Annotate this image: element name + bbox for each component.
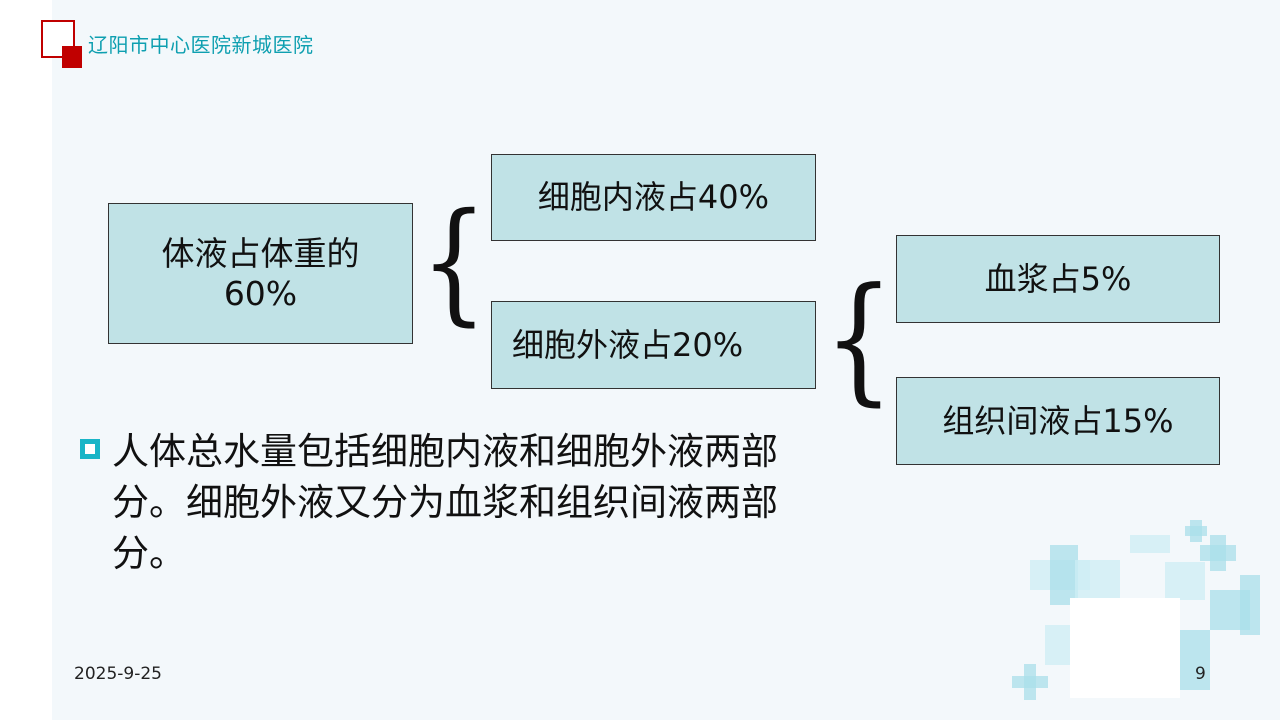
right-brace: {	[823, 258, 895, 419]
bullet-paragraph: 人体总水量包括细胞内液和细胞外液两部分。细胞外液又分为血浆和组织间液两部分。	[80, 426, 850, 579]
footer-date: 2025-9-25	[74, 664, 162, 684]
plasma-label: 血浆占5%	[984, 259, 1132, 298]
total-body-fluid-box: 体液占体重的 60%	[108, 203, 413, 344]
total-body-fluid-label: 体液占体重的 60%	[161, 233, 360, 313]
extracellular-fluid-box: 细胞外液占20%	[491, 301, 816, 389]
plasma-box: 血浆占5%	[896, 235, 1220, 323]
extracellular-fluid-label: 细胞外液占20%	[512, 325, 744, 364]
hospital-name: 辽阳市中心医院新城医院	[88, 33, 314, 57]
square-bullet-icon	[80, 439, 100, 459]
interstitial-fluid-box: 组织间液占15%	[896, 377, 1220, 465]
intracellular-fluid-box: 细胞内液占40%	[491, 154, 816, 241]
bullet-text: 人体总水量包括细胞内液和细胞外液两部分。细胞外液又分为血浆和组织间液两部分。	[112, 430, 778, 575]
intracellular-fluid-label: 细胞内液占40%	[537, 178, 770, 217]
hospital-logo-accent	[62, 46, 82, 68]
page-number: 9	[1195, 664, 1206, 684]
left-brace: {	[420, 185, 488, 339]
interstitial-fluid-label: 组织间液占15%	[942, 401, 1174, 440]
